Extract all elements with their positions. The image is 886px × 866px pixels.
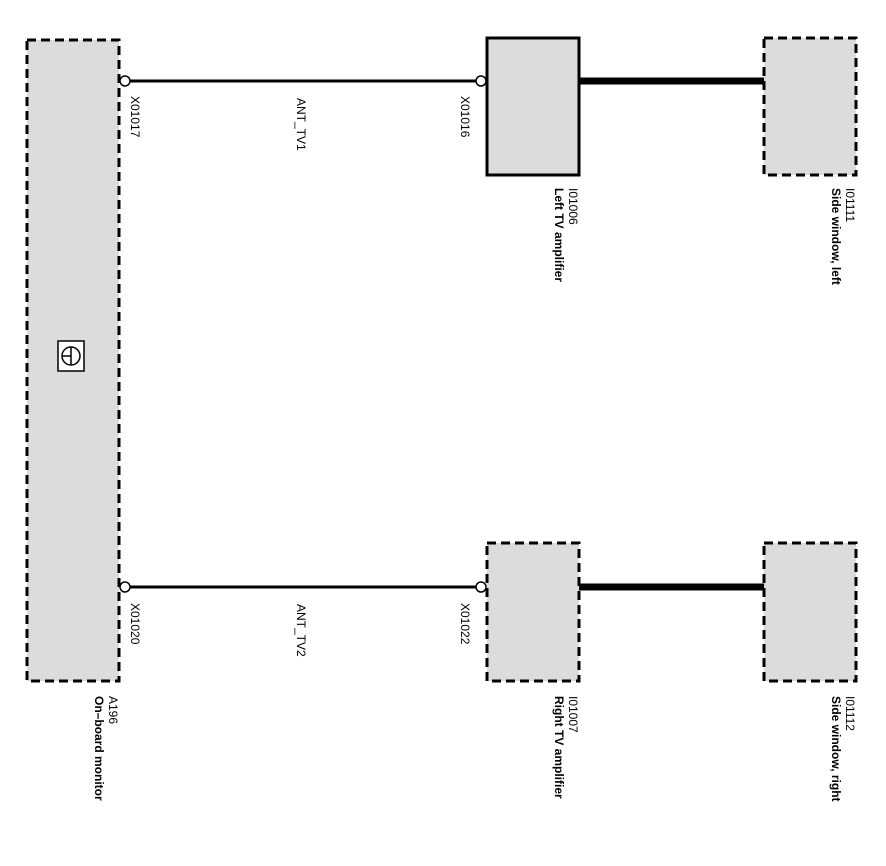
component-id-i01007: I01007 [566,696,580,733]
left-tv-amplifier-box [485,36,581,177]
wire-label-ant-tv2: ANT_TV2 [294,604,308,657]
component-name-left-tv-amplifier: Left TV amplifier [552,188,566,282]
component-id-i01111: I01111 [843,188,857,222]
connector-label-x01022: X01022 [458,603,472,645]
connector-label-x01020: X01020 [128,603,142,645]
component-id-i01112: I01112 [843,696,857,731]
wire-label-ant-tv1: ANT_TV1 [294,98,308,151]
connector-x01020-pin [119,581,131,593]
side-window-right-box [762,541,858,683]
component-name-right-tv-amplifier: Right TV amplifier [552,696,566,799]
component-id-i01006: I01006 [566,188,580,225]
component-name-side-window-left: Side window, left [829,188,843,285]
right-tv-amplifier-box [485,541,581,683]
side-window-left-box [762,36,858,177]
connector-label-x01017: X01017 [128,96,142,138]
component-name-onboard-monitor: On–board monitor [92,696,106,801]
component-name-side-window-right: Side window, right [829,696,843,802]
component-id-a196: A196 [106,696,120,724]
connector-x01016-pin [475,75,487,87]
connector-x01017-pin [119,75,131,87]
connector-x01022-pin [475,581,487,593]
tv-monitor-icon [57,340,85,372]
connector-label-x01016: X01016 [458,96,472,138]
